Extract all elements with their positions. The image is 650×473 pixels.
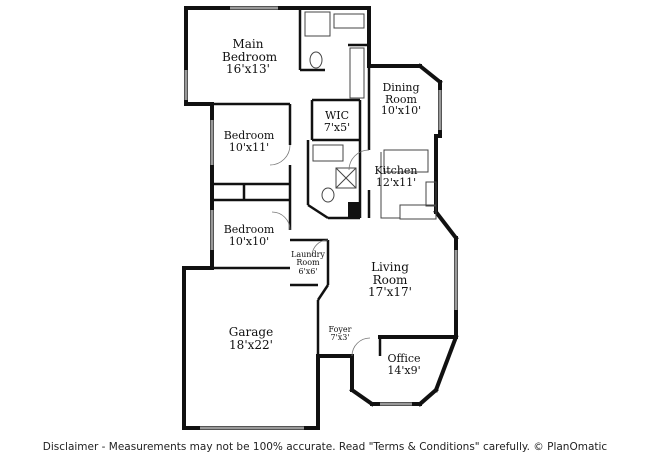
windows bbox=[184, 6, 458, 430]
room-name: Dining bbox=[382, 81, 420, 94]
living-room-label: Living Room 17'x17' bbox=[366, 261, 414, 299]
room-dimensions: 10'x10' bbox=[228, 234, 270, 248]
room-dimensions: 7'x5' bbox=[323, 120, 351, 134]
room-dimensions: 14'x9' bbox=[387, 363, 421, 377]
laundry-room-label: Laundry Room 6'x6' bbox=[289, 250, 327, 276]
dining-room-label: Dining Room 10'x10' bbox=[380, 82, 422, 117]
room-name: Kitchen bbox=[374, 164, 418, 177]
room-name: Bedroom bbox=[223, 129, 275, 142]
chimney-block bbox=[348, 202, 360, 218]
bedroom-2-label: Bedroom 10'x10' bbox=[220, 224, 278, 247]
room-name: Room bbox=[385, 92, 417, 106]
room-dimensions: 18'x22' bbox=[229, 337, 273, 352]
foyer-label: Foyer 7'x3' bbox=[324, 325, 356, 343]
room-name: Laundry bbox=[291, 250, 325, 259]
disclaimer-text: Disclaimer - Measurements may not be 100… bbox=[42, 441, 608, 453]
fixtures bbox=[304, 11, 437, 220]
office-label: Office 14'x9' bbox=[380, 353, 428, 376]
room-name: Living bbox=[371, 260, 409, 274]
kitchen-label: Kitchen 12'x11' bbox=[372, 165, 420, 188]
room-dimensions: 12'x11' bbox=[375, 175, 417, 189]
room-dimensions: 7'x3' bbox=[330, 333, 350, 343]
room-dimensions: 17'x17' bbox=[368, 285, 412, 300]
room-dimensions: 10'x10' bbox=[380, 104, 422, 118]
room-name: Garage bbox=[228, 325, 274, 339]
room-name: Main bbox=[232, 37, 264, 51]
room-name: Room bbox=[296, 258, 320, 268]
room-dimensions: 16'x13' bbox=[226, 62, 270, 77]
main-bedroom-label: Main Bedroom 16'x13' bbox=[222, 37, 278, 77]
garage-label: Garage 18'x22' bbox=[222, 326, 280, 351]
room-name: Bedroom bbox=[222, 49, 278, 64]
room-name: Foyer bbox=[328, 325, 352, 334]
bedroom-1-label: Bedroom 10'x11' bbox=[220, 130, 278, 153]
room-name: Bedroom bbox=[223, 223, 275, 236]
room-dimensions: 6'x6' bbox=[298, 266, 318, 276]
room-name: WIC bbox=[324, 109, 350, 122]
room-dimensions: 10'x11' bbox=[228, 140, 270, 154]
room-name: Room bbox=[372, 272, 408, 287]
room-name: Office bbox=[387, 352, 421, 365]
door-swings bbox=[269, 144, 371, 357]
wic-label: WIC 7'x5' bbox=[318, 110, 356, 133]
